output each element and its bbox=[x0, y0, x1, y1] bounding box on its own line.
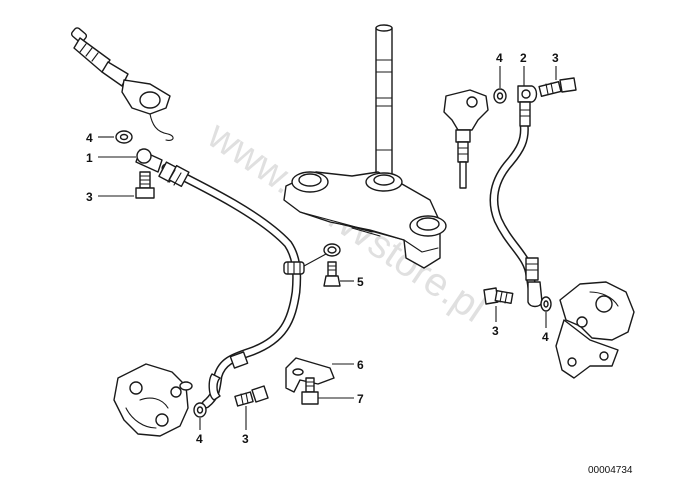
callout-bracket-screw: 7 bbox=[357, 392, 364, 406]
callout-left-banjo-bolt: 3 bbox=[242, 432, 249, 446]
triple-clamp bbox=[283, 171, 447, 269]
banjo-bolt-left bbox=[234, 385, 269, 407]
banjo-bolts bbox=[135, 77, 577, 407]
callout-handlebar-banjo-bolt: 3 bbox=[86, 190, 93, 204]
bracket-screw bbox=[301, 377, 319, 405]
rear-master-cylinder bbox=[443, 89, 489, 189]
callout-hose-bracket: 6 bbox=[357, 358, 364, 372]
callout-handlebar-hose-fitting: 1 bbox=[86, 151, 93, 165]
handlebar-master-cylinder bbox=[70, 27, 174, 141]
callout-handlebar-washer: 4 bbox=[86, 131, 93, 145]
hose-clamp-ring bbox=[303, 243, 341, 267]
banjo-bolt-top-right bbox=[538, 77, 577, 97]
clamp-screw bbox=[323, 261, 341, 287]
callout-clamp-screw: 5 bbox=[357, 275, 364, 289]
banjo-bolt-handlebar bbox=[135, 171, 155, 199]
washers bbox=[115, 88, 552, 418]
banjo-bolt-right bbox=[483, 287, 514, 305]
callout-right-banjo-bolt: 3 bbox=[492, 324, 499, 338]
callout-leaders bbox=[98, 66, 557, 430]
callout-right-washer: 4 bbox=[542, 330, 549, 344]
front-brake-hose bbox=[135, 148, 305, 409]
left-brake-caliper bbox=[113, 363, 193, 437]
diagram-reference-number: 00004734 bbox=[588, 465, 633, 476]
steering-stem bbox=[375, 24, 393, 179]
callout-top-right-banjo-bolt: 3 bbox=[552, 51, 559, 65]
callout-labels: 4 1 3 4 2 3 5 3 4 6 7 4 3 bbox=[86, 51, 559, 446]
rear-brake-hose bbox=[489, 85, 543, 308]
hose-bracket bbox=[285, 357, 335, 393]
callout-left-washer: 4 bbox=[196, 432, 203, 446]
right-brake-caliper bbox=[555, 281, 635, 379]
callout-top-right-hose-fitting: 2 bbox=[520, 51, 527, 65]
callout-top-right-washer: 4 bbox=[496, 51, 503, 65]
